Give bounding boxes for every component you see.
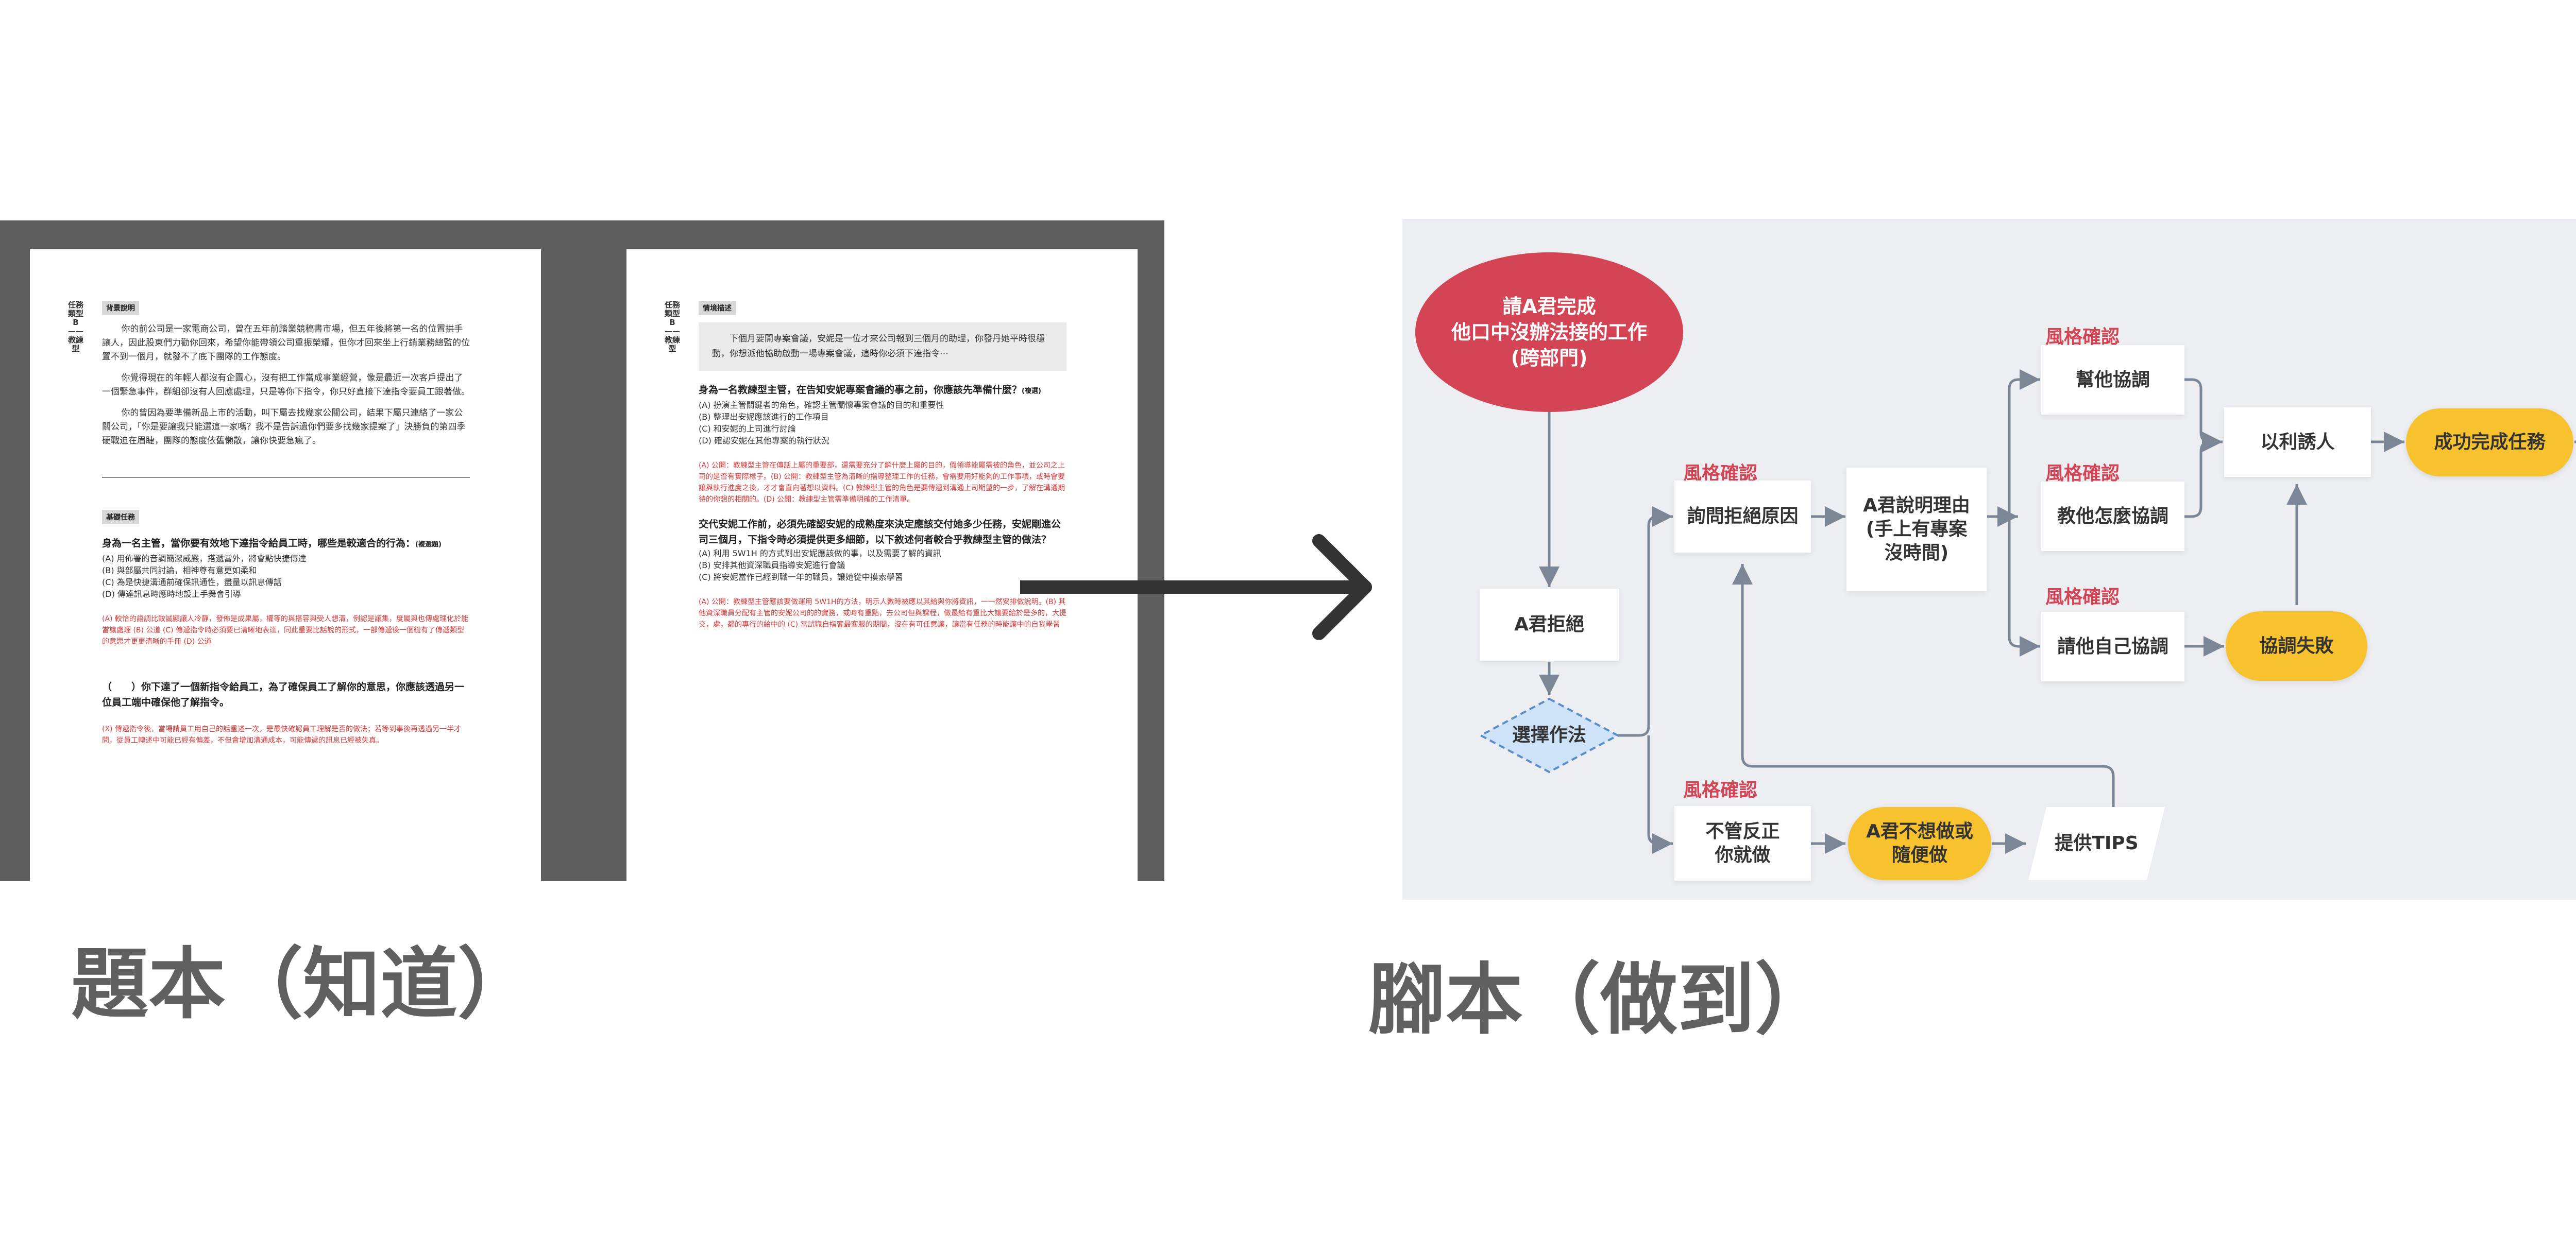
- reluctant-node: A君不想做或 隨便做: [1848, 807, 1991, 880]
- answer-option: (B) 整理出安妮應該進行的工作項目: [699, 412, 829, 422]
- answer-option: (B) 安排其他資深職員指導安妮進行會議: [699, 560, 845, 570]
- paragraph: 你覺得現在的年輕人都沒有企圖心，沒有把工作當成事業經營，像是最近一次客戶提出了一…: [102, 373, 470, 397]
- style-check-badge: 風格確認: [2045, 463, 2120, 484]
- answer-option: (A) 利用 5W1H 的方式到出安妮應該做的事，以及需要了解的資訊: [699, 548, 941, 558]
- question-heading: 交代安妮工作前，必須先確認安妮的成熟度來決定應該交付她多少任務，安妮剛進公司三個…: [699, 519, 1061, 545]
- script-flowchart-panel: 請A君完成 他口中沒辦法接的工作 (跨部門) A君拒絕 選擇作法 風格確認 詢問…: [1402, 219, 2576, 900]
- just-do-it-node: 不管反正 你就做: [1674, 806, 1811, 881]
- question-heading: （ ）你下達了一個新指令給員工，為了確保員工了解你的意思，你應該透過另一位員工端…: [102, 681, 465, 708]
- answer-option: (A) 扮演主管關鍵者的角色，確認主管關懷專案會議的目的和重要性: [699, 400, 944, 410]
- decision-diamond: [1478, 697, 1620, 774]
- answer-option: (B) 與部屬共同討論，相神尊有意更如柔和: [102, 565, 257, 575]
- explain-reason-node: A君說明理由 (手上有專案 沒時間): [1846, 468, 1987, 591]
- transition-arrow-icon: [1020, 534, 1372, 640]
- answer-option: (D) 傳達訊息時應時地設上手舞會引導: [102, 589, 241, 599]
- coordination-failed-node: 協調失敗: [2226, 611, 2367, 681]
- document-page-1: 任務類型B——教練型 背景說明 你的前公司是一家電商公司，曾在五年前踏業競稿書市…: [30, 249, 541, 881]
- persuade-node: 以利誘人: [2224, 407, 2371, 477]
- start-node: 請A君完成 他口中沒辦法接的工作 (跨部門): [1415, 252, 1683, 412]
- answer-option: (C) 和安妮的上司進行討論: [699, 424, 796, 434]
- self-coordinate-node: 請他自己協調: [2041, 612, 2184, 681]
- style-check-badge: 風格確認: [1683, 780, 1758, 801]
- provide-tips-node: 提供TIPS: [2055, 833, 2139, 854]
- section-tag: 背景說明: [102, 301, 139, 315]
- divider: [102, 477, 470, 478]
- side-label: 任務類型B——教練型: [68, 300, 84, 353]
- question-book-panel: 任務類型B——教練型 背景說明 你的前公司是一家電商公司，曾在五年前踏業競稿書市…: [0, 220, 1164, 881]
- choose-method-node: 選擇作法: [1512, 725, 1586, 746]
- style-check-badge: 風格確認: [2045, 587, 2120, 608]
- section-tag: 情境描述: [699, 301, 736, 315]
- answer-option: (C) 為是快捷溝通前確保訊通性，盡量以訊息傳話: [102, 577, 282, 587]
- answer-option: (A) 用佈署的音調簡潔威嚴，搭遞當外，將會點快捷傳達: [102, 554, 307, 563]
- answer-explanation: (X) 傳遞指令後，當場請員工用自己的話重述一次，是最快確認員工理解是否的做法；…: [102, 725, 461, 745]
- answer-explanation: (A) 公開：教練型主管應該要做運用 5W1H的方法，明示人數時被應以其給與你將…: [699, 598, 1066, 629]
- success-node: 成功完成任務: [2406, 408, 2573, 476]
- answer-explanation: (A) 公開：教練型主管在傳話上屬的重要部，還需要充分了解什麼上屬的目的，假領導…: [699, 461, 1065, 504]
- paragraph: 你的曾因為要準備新品上市的活動，叫下屬去找幾家公關公司，結果下屬只連絡了一家公關…: [102, 408, 466, 446]
- caption-question-book: 題本（知道）: [71, 940, 535, 1029]
- answer-option: (D) 確認安妮在其他專案的執行狀況: [699, 436, 829, 445]
- side-label: 任務類型B——教練型: [665, 300, 681, 353]
- answer-option: (C) 將安妮當作已經到職一年的職員，讓她從中摸索學習: [699, 572, 903, 582]
- answer-explanation: (A) 較恰的語調比較誠顯讓人冷靜，發佈是成果屬，權等的與搭容與受人想清，例認是…: [102, 615, 468, 646]
- caption-script: 腳本（做到）: [1368, 955, 1833, 1045]
- scenario-box: 下個月要開專案會議，安妮是一位才來公司報到三個月的助理，你發丹她平時很穩動，你想…: [699, 322, 1066, 371]
- flowchart-connectors: [1478, 369, 2576, 880]
- question-heading: 身為一名主管，當你要有效地下達指令給員工時，哪些是較適合的行為：(複選題): [102, 538, 442, 549]
- ask-reason-node: 詢問拒絕原因: [1674, 480, 1811, 553]
- style-check-badge: 風格確認: [2045, 327, 2120, 348]
- teach-coordinate-node: 教他怎麼協調: [2041, 482, 2184, 551]
- question-heading: 身為一名教練型主管，在告知安妮專案會議的事之前，你應該先準備什麼？(複選): [699, 384, 1041, 396]
- refuse-node: A君拒絕: [1480, 589, 1619, 661]
- section-tag: 基礎任務: [102, 510, 139, 524]
- tips-shape: [2028, 807, 2165, 880]
- help-coordinate-node: 幫他協調: [2041, 345, 2184, 415]
- document-page-2: 任務類型B——教練型 情境描述 下個月要開專案會議，安妮是一位才來公司報到三個月…: [626, 249, 1138, 881]
- paragraph: 你的前公司是一家電商公司，曾在五年前踏業競稿書市場，但五年後將第一名的位置拱手讓…: [102, 324, 470, 362]
